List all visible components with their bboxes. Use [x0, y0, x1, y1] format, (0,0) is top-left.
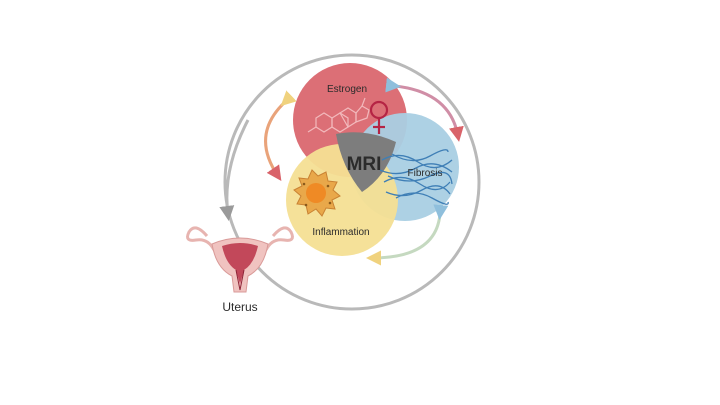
to-uterus-arrow — [219, 119, 250, 221]
fibrosis-label: Fibrosis — [407, 168, 442, 179]
estrogen-label: Estrogen — [327, 84, 367, 95]
mri-label: MRI — [347, 154, 382, 175]
uterus-icon — [186, 226, 294, 293]
fibrosis-inflammation-arrow — [366, 204, 449, 266]
estrogen-molecule-icon — [307, 97, 370, 133]
inflamed-cell-icon — [293, 169, 341, 217]
inflammation-label: Inflammation — [312, 227, 369, 238]
mri-center — [336, 132, 396, 192]
estrogen-inflammation-arrow — [264, 90, 297, 181]
estrogen-fibrosis-arrow — [385, 77, 464, 142]
uterus-label: Uterus — [222, 300, 257, 314]
fibrous-tissue-icon — [379, 149, 453, 205]
outer-cycle-ring — [223, 53, 481, 311]
